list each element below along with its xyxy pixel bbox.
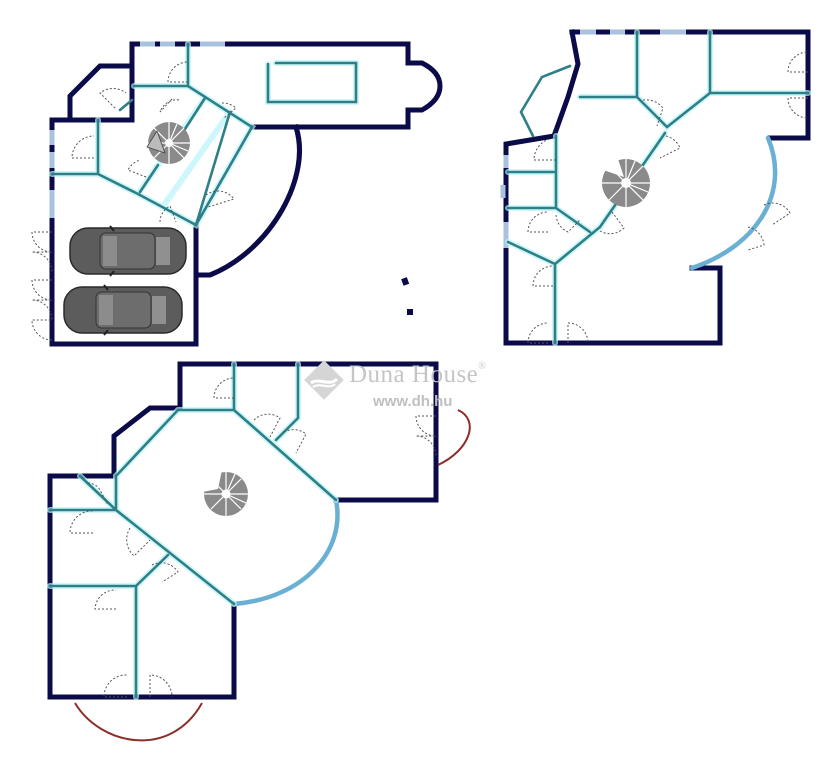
- exterior-wall: [503, 29, 811, 346]
- spiral-staircase-icon: [202, 470, 248, 516]
- duna-house-logo-icon: [304, 360, 344, 400]
- brand-name: Duna House®: [349, 361, 487, 388]
- curved-glass-wall: [689, 135, 778, 271]
- interior-walls: [47, 361, 339, 700]
- exterior-wall: [47, 361, 439, 700]
- interior-walls: [49, 41, 257, 230]
- doors: [527, 51, 809, 344]
- gate-arc: [74, 702, 203, 742]
- doors: [31, 61, 237, 341]
- floor-bottom: [47, 361, 471, 742]
- octagonal-bay: [519, 64, 572, 138]
- exterior-wall-nw: [49, 63, 135, 123]
- column: [407, 309, 413, 315]
- pool-outline: [266, 61, 358, 104]
- floor-top-left: [31, 41, 443, 347]
- gate-arc: [437, 409, 471, 466]
- curved-glass-wall: [231, 497, 340, 607]
- column: [401, 277, 410, 286]
- interior-walls: [505, 29, 811, 346]
- brand-watermark: Duna House® www.dh.hu: [303, 357, 543, 417]
- doors: [69, 377, 437, 698]
- spiral-staircase-icon: [600, 159, 650, 207]
- floor-top-right: [500, 29, 811, 346]
- curved-wall: [197, 123, 302, 278]
- brand-url: www.dh.hu: [373, 393, 453, 410]
- car-icon: [69, 225, 187, 277]
- car-icon: [63, 284, 183, 336]
- spiral-staircase-icon: [146, 122, 190, 164]
